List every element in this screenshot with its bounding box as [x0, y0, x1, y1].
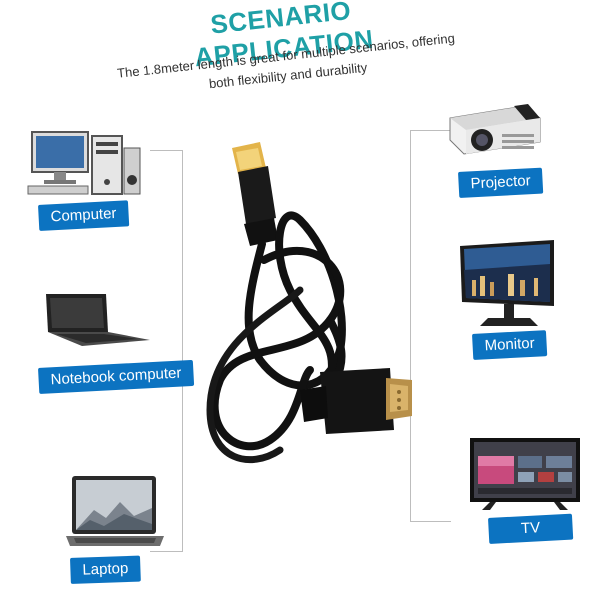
- left-bracket: [150, 150, 183, 552]
- laptop-icon: [66, 476, 164, 546]
- right-bracket: [410, 130, 451, 522]
- projector-icon: [449, 104, 541, 155]
- label-laptop: Laptop: [70, 555, 141, 584]
- label-computer: Computer: [38, 200, 130, 231]
- desktop-computer-icon: [27, 131, 141, 195]
- tv-icon: [470, 438, 580, 510]
- label-monitor: Monitor: [472, 330, 548, 360]
- displayport-to-vga-cable-image: [206, 142, 412, 464]
- monitor-icon: [460, 240, 554, 326]
- label-tv: TV: [488, 513, 574, 544]
- notebook-computer-icon: [46, 294, 150, 346]
- label-projector: Projector: [458, 167, 544, 198]
